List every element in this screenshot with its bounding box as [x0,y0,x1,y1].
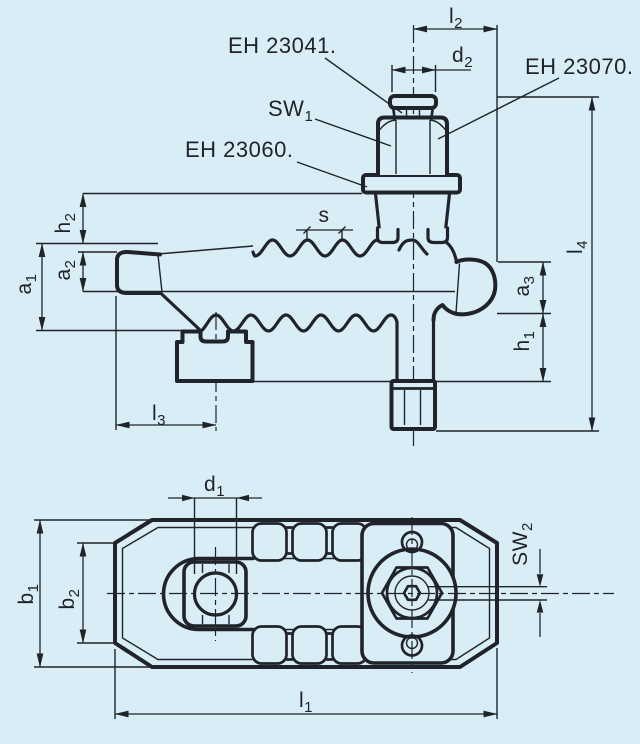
dim-label-a3: a3 [511,275,538,296]
washer [361,173,462,195]
serration-wave-top-mid [397,238,429,256]
serration-wave-top [251,238,380,258]
serration-bump [291,625,328,665]
clamp-bar-left-head-edge [157,254,163,293]
dim-label-h2: h2 [52,212,79,233]
cap-nut-top [388,94,438,110]
dim-label-l3: l3 [152,402,166,429]
stud-hex-facets [403,390,422,425]
dim-label-h1: h1 [511,330,538,351]
top-view-dimensions: d1 l1 b1 b2 SW2 [15,473,547,719]
ext-lines-sw2 [428,586,547,601]
screw-body-sides [373,191,452,233]
serration-wave-top-right [445,241,459,264]
serration-bump [291,522,328,562]
hex-nut-facets [395,120,431,174]
label-eh23041: EH 23041. [228,33,336,58]
serration-bump [251,625,288,665]
dim-label-l2: l2 [449,5,463,32]
dim-s-oblique-ticks [303,226,346,234]
dim-label-a1: a1 [13,273,40,294]
screw-foot-left [375,226,400,245]
serration-bump [251,522,288,562]
dim-label-l1: l1 [299,689,313,716]
body-inner-contour [121,526,491,661]
dim-label-d1: d1 [204,473,225,500]
clamp-bar-left-head [115,249,162,295]
support-foot [175,329,255,383]
d1-arrow-right [236,494,249,502]
dim-label-s: s [319,204,330,227]
sw2-arrow-bottom [536,600,544,613]
hex-nut [376,115,449,177]
part-callouts: EH 23041. SW1 EH 23060. EH 23070. [185,33,633,188]
d1-arrow-left [182,494,195,502]
stud-hex [389,379,437,431]
body-outline [113,518,499,669]
clamp-bar-bottom-slope [158,290,201,331]
dim-label-b2: b2 [56,588,83,609]
label-eh23070: EH 23070. [525,54,633,79]
label-eh23060: EH 23060. [185,137,293,162]
dim-s-ticks [306,230,343,240]
clamp-nose-edge [455,263,461,314]
clamp-bar-top-slope [157,245,254,255]
dim-label-d2: d2 [452,44,473,71]
label-sw1: SW1 [268,96,313,125]
sw2-arrow-top [536,574,544,587]
clamp-nose [431,257,498,322]
cap-nut-thread-lines [405,109,421,117]
ext-line-d1 [193,498,238,574]
screw-foot-right [426,226,450,245]
dim-label-b1: b1 [15,583,42,604]
leader-eh23070 [437,77,560,140]
leader-eh23060 [296,161,368,188]
leader-eh23041 [324,57,403,114]
dim-label-sw2: SW2 [509,522,536,566]
side-view-dimensions: l2 d2 s l3 h2 a2 a1 l4 a3 h1 [13,5,596,432]
cap-nut-neck [392,108,434,119]
hex-nut-chamfer-arcs [377,119,448,133]
dim-label-l4: l4 [564,240,591,254]
leader-sw1 [314,118,392,147]
slide-block-bore-lines [201,564,230,624]
dim-label-a2: a2 [52,259,79,280]
side-view [36,25,599,446]
ext-lines-b1 [34,519,150,668]
stud-shank [395,318,436,383]
ext-lines-l1 [114,648,498,719]
top-view [107,517,614,673]
serration-wave-bottom [196,313,399,333]
